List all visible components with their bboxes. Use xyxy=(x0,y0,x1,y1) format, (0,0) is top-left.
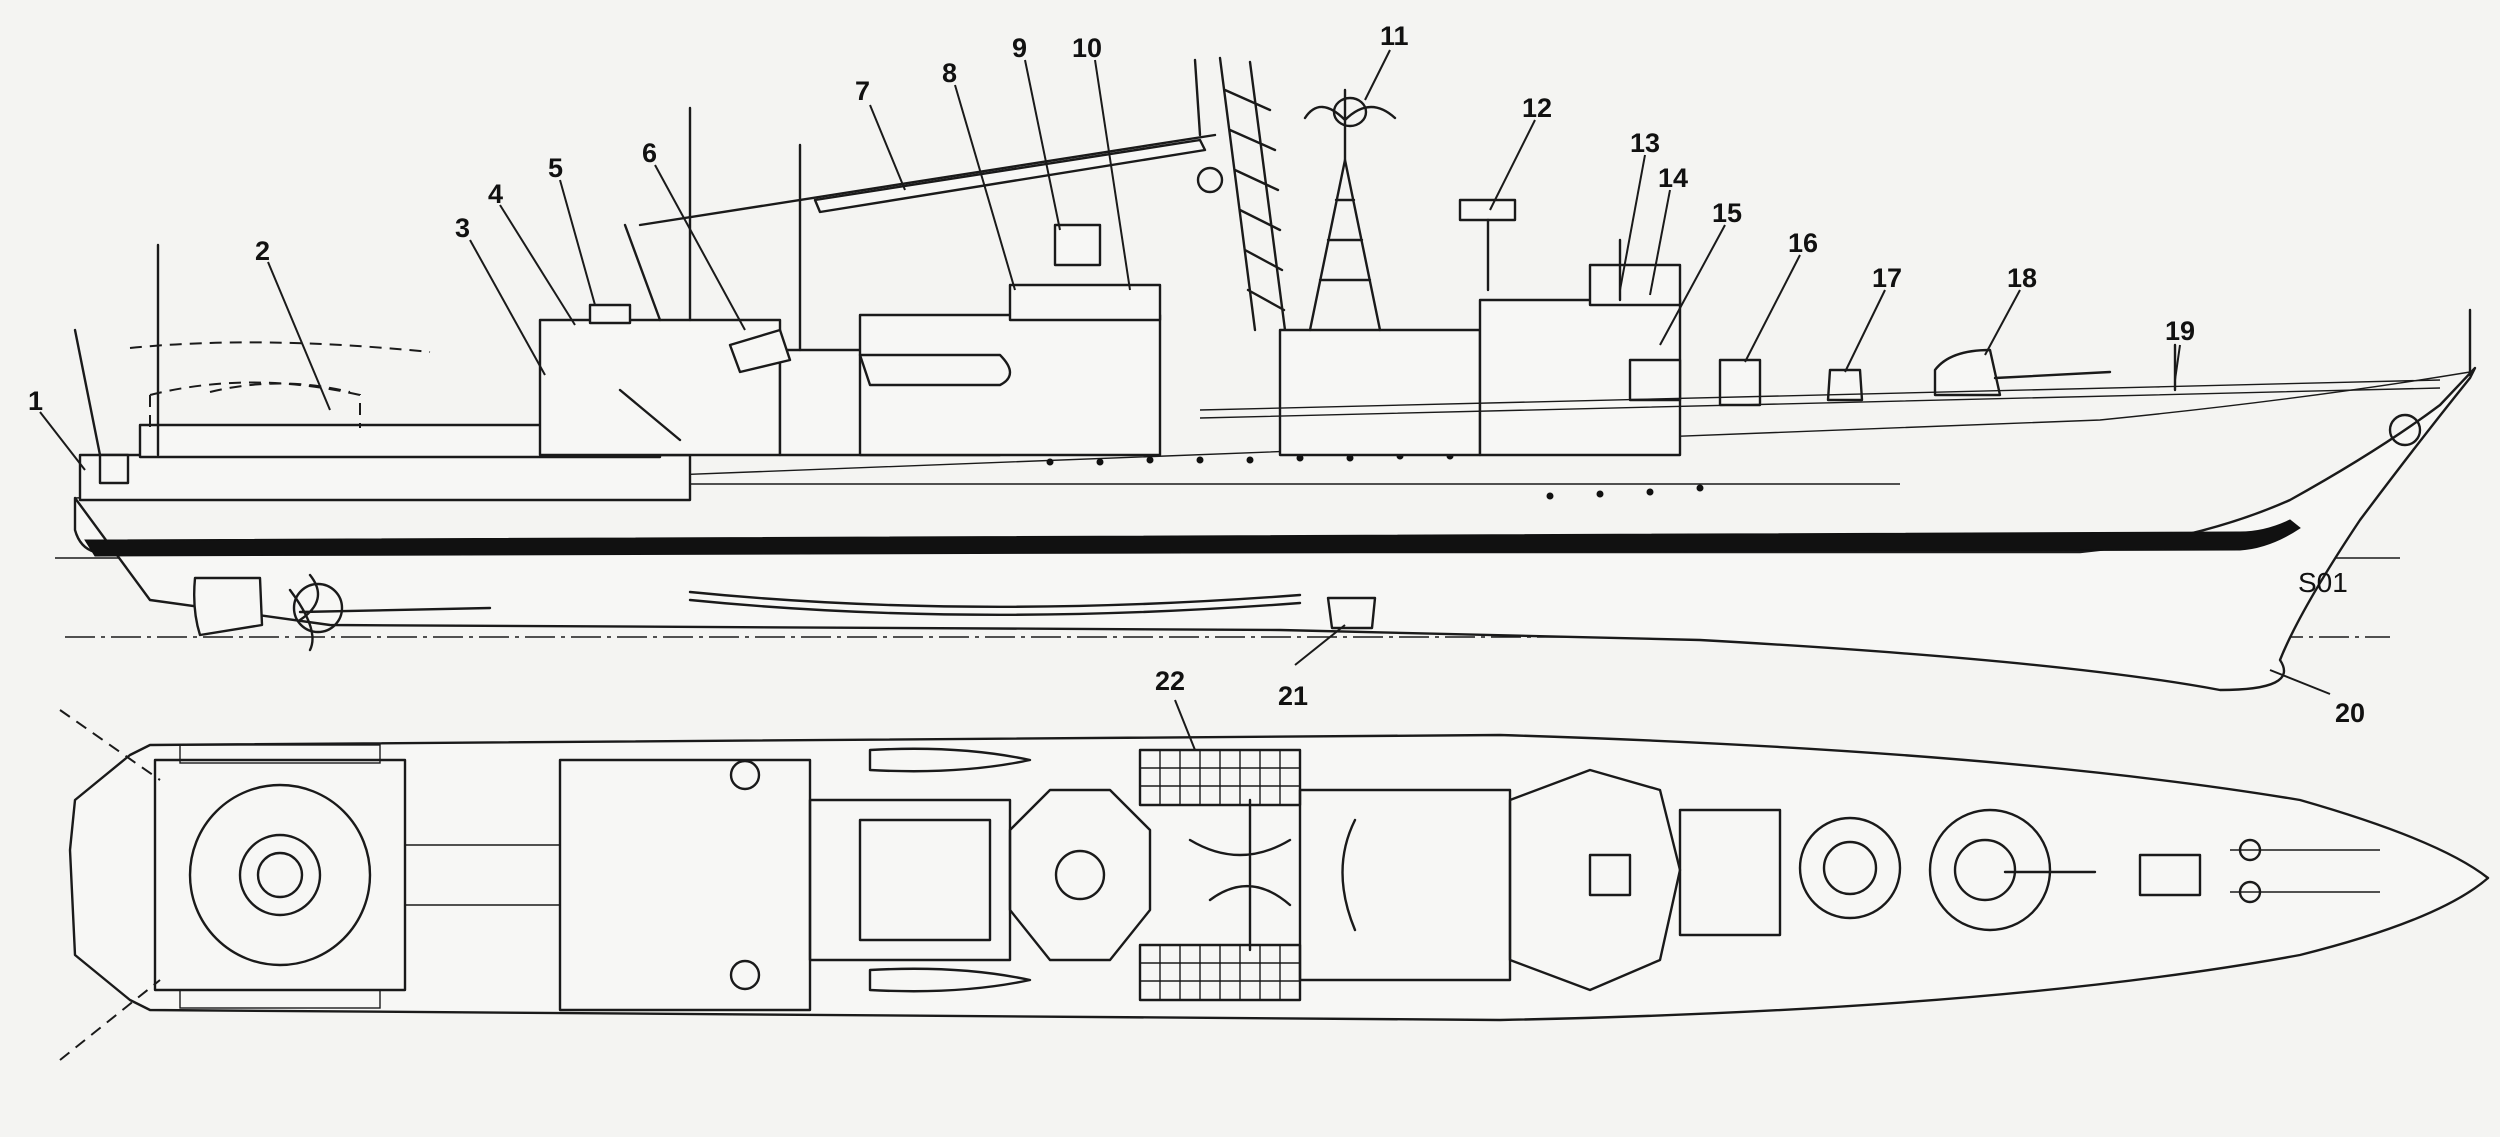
callout-21: 21 xyxy=(1278,681,1308,711)
callout-10: 10 xyxy=(1072,33,1102,63)
gun-turret-18-core xyxy=(1953,838,2017,902)
callout-9: 9 xyxy=(1012,33,1027,63)
anchor-chains xyxy=(2230,849,2380,893)
callout-13: 13 xyxy=(1630,128,1660,158)
callout-5: 5 xyxy=(548,153,563,183)
launcher xyxy=(728,328,792,374)
boot-top-stripe xyxy=(84,519,2301,557)
callout-12: 12 xyxy=(1522,93,1552,123)
propeller xyxy=(292,582,344,634)
boat-port xyxy=(868,747,1032,773)
callout-4: 4 xyxy=(488,179,503,209)
gun-mount-17-plan xyxy=(1798,816,1902,920)
radar-antenna-12 xyxy=(1458,198,1517,222)
callout-16: 16 xyxy=(1788,228,1818,258)
helipad-target xyxy=(238,833,322,917)
anchor-starboard xyxy=(2238,880,2262,904)
radar-dish xyxy=(1332,96,1368,128)
callout-11: 11 xyxy=(1380,21,1409,51)
grid-deck xyxy=(1138,748,1302,1002)
director-platform xyxy=(1008,788,1152,962)
foremast-tower xyxy=(1308,158,1382,332)
stern-flagstaff xyxy=(73,328,102,457)
helipad-target-inner xyxy=(256,851,304,899)
aft-crane xyxy=(623,223,662,322)
bridge-compass xyxy=(1588,853,1632,897)
callout-6: 6 xyxy=(642,138,657,168)
propeller-shaft xyxy=(288,573,492,652)
stern-lockers-bottom xyxy=(179,989,381,1009)
mast-plan xyxy=(1188,798,1292,952)
callout-3: 3 xyxy=(455,213,470,243)
forward-superstructure xyxy=(1278,328,1482,457)
main-mast xyxy=(1218,56,1287,332)
gun-turret-18 xyxy=(1933,348,2002,397)
plan-view xyxy=(59,709,2490,1061)
gun-mount-17-core xyxy=(1822,840,1878,896)
aft-radar-platform xyxy=(588,303,632,325)
callout-8: 8 xyxy=(942,58,957,88)
leader-lines xyxy=(39,49,2331,751)
launcher-16 xyxy=(1718,358,1762,407)
fire-control-director xyxy=(1053,223,1102,267)
bridge-plan xyxy=(1508,768,1682,992)
bridge-console xyxy=(1628,358,1682,402)
rudder xyxy=(192,576,264,637)
callout-7: 7 xyxy=(855,76,870,106)
launcher-cells xyxy=(858,818,992,942)
anchor-port xyxy=(2238,838,2262,862)
helipad-circle xyxy=(188,783,372,967)
mast-yard xyxy=(1193,58,1202,137)
hull-marking: S01 xyxy=(2298,567,2348,598)
callout-15: 15 xyxy=(1712,198,1742,228)
callout-2: 2 xyxy=(255,236,270,266)
bridge-wing xyxy=(1008,283,1162,322)
aerial-boom xyxy=(638,133,1217,227)
antenna-plan xyxy=(1341,818,1357,932)
aerial-boom-arm xyxy=(813,138,1207,214)
stern-arc-lines xyxy=(59,709,161,1061)
callout-17: 17 xyxy=(1872,263,1902,293)
breakwater xyxy=(2138,853,2202,897)
hangar-vent-2 xyxy=(729,959,761,991)
bridge-house xyxy=(1588,263,1682,307)
boat-starboard xyxy=(868,967,1032,993)
callout-18: 18 xyxy=(2007,263,2037,293)
callout-22: 22 xyxy=(1155,666,1185,696)
stern-deckhouse xyxy=(78,453,692,502)
stern-lockers-top xyxy=(179,744,381,764)
launcher-16-plan xyxy=(1678,808,1782,937)
callout-1: 1 xyxy=(28,386,43,416)
callout-labels: 1 2 3 4 5 6 7 8 9 10 11 12 13 14 15 16 1… xyxy=(28,21,2365,728)
gun-barrel xyxy=(1993,370,2112,380)
callout-20: 20 xyxy=(2335,698,2365,728)
helicopter-outline xyxy=(129,341,431,430)
callout-14: 14 xyxy=(1658,163,1688,193)
hangar-vent-1 xyxy=(729,759,761,791)
gun-mount-17 xyxy=(1826,368,1864,402)
mast-light xyxy=(1196,166,1224,194)
stern-light xyxy=(98,453,130,485)
ladder xyxy=(618,388,682,442)
callout-19: 19 xyxy=(2165,316,2195,346)
ship-boat xyxy=(858,353,1012,387)
hull-sonar-dome xyxy=(1326,596,1377,630)
side-profile xyxy=(55,56,2477,692)
deck-railing xyxy=(1199,379,2441,419)
anchor xyxy=(2388,413,2422,447)
gun-turret-18-plan xyxy=(1928,808,2052,932)
plan-hull xyxy=(68,733,2490,1022)
sonar-fairing xyxy=(688,590,1302,616)
director xyxy=(1054,849,1106,901)
